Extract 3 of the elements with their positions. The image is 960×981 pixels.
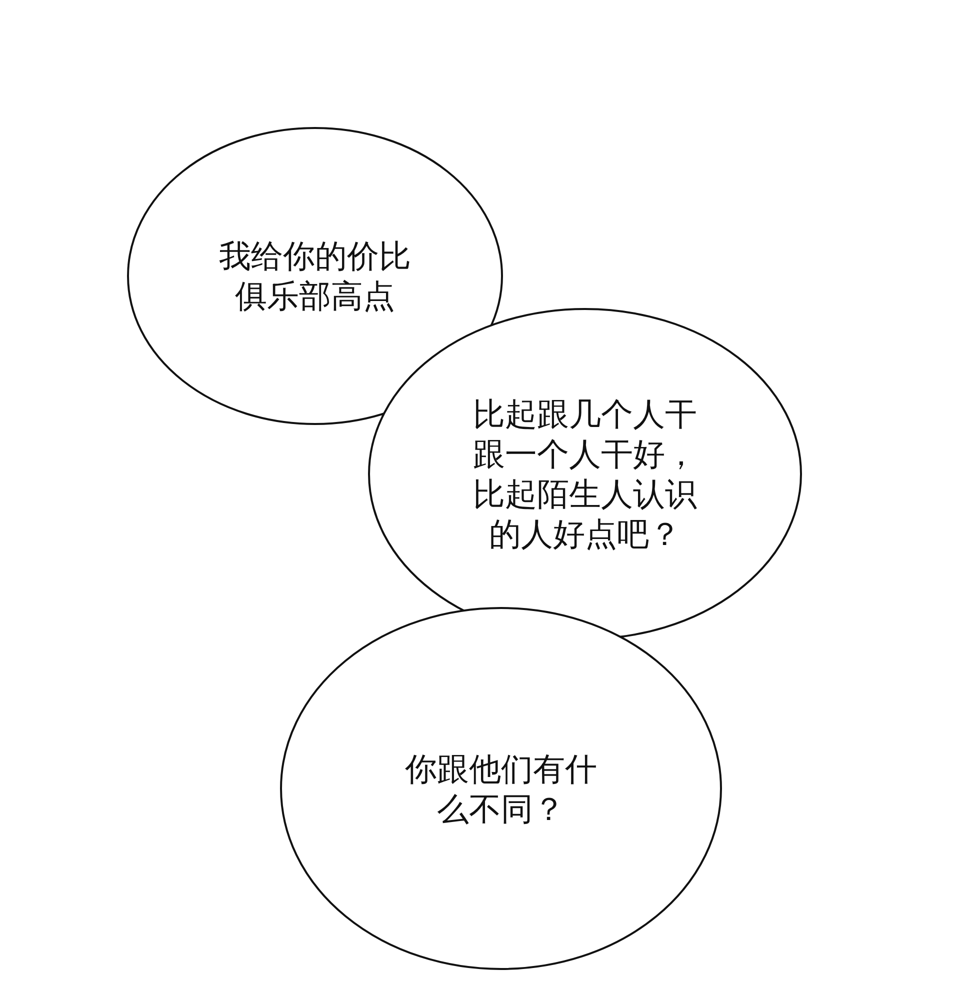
- speech-text: 比起跟几个人干跟一个人干好，比起陌生人认识的人好点吧？: [472, 394, 698, 554]
- speech-text: 我给你的价比俱乐部高点: [218, 236, 412, 316]
- speech-text: 你跟他们有什么不同？: [404, 748, 598, 828]
